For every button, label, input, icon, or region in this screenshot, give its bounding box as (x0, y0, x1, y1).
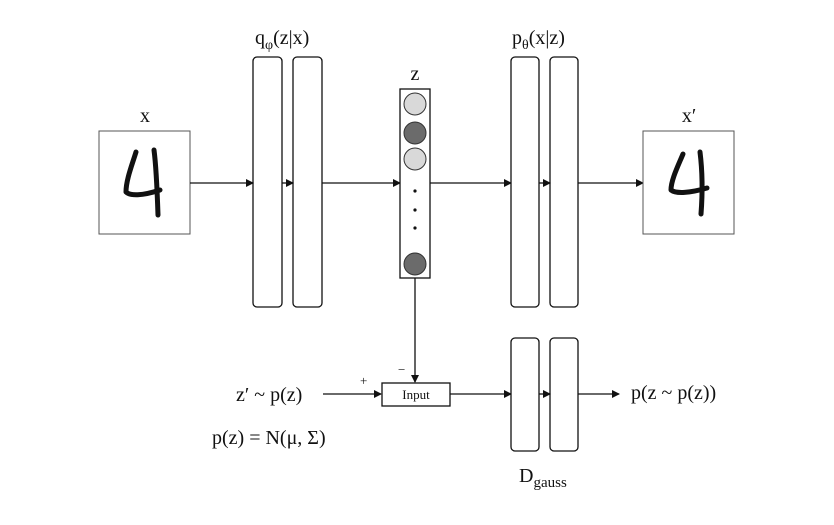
digit-4-input-icon (123, 147, 163, 218)
latent-node (403, 147, 427, 171)
prior-definition: p(z) = N(μ, Σ) (212, 427, 326, 449)
input-image (98, 130, 191, 235)
latent-node (403, 92, 427, 116)
plus-sign: + (360, 373, 367, 388)
label-x-prime: x′ (682, 105, 696, 127)
ellipsis-dot (413, 226, 417, 230)
ellipsis-dot (413, 208, 417, 212)
input-box: Input (381, 382, 451, 407)
input-box-label: Input (402, 387, 430, 402)
ellipsis-dot (413, 189, 417, 193)
label-x: x (140, 105, 150, 127)
latent-node (403, 121, 427, 145)
decoder-layer-1 (510, 56, 540, 308)
svg-text:Dgauss: Dgauss (519, 465, 567, 491)
latent-vector (399, 88, 431, 279)
discriminator-output-label: p(z ~ p(z)) (631, 382, 716, 404)
encoder-layer-2 (292, 56, 323, 308)
discriminator-layer-1 (510, 337, 540, 452)
discriminator-label: Dgauss (519, 465, 567, 491)
prior-sample-label: z′ ~ p(z) (236, 384, 302, 406)
encoder-layer-1 (252, 56, 283, 308)
label-z: z (411, 63, 420, 85)
svg-text:qφ(z|x): qφ(z|x) (255, 27, 309, 53)
latent-node (403, 252, 427, 276)
svg-text:pθ(x|z): pθ(x|z) (512, 27, 565, 53)
digit-4-output-icon (668, 149, 710, 217)
output-image (642, 130, 735, 235)
encoder-label: qφ(z|x) (255, 27, 309, 53)
decoder-label: pθ(x|z) (512, 27, 565, 53)
discriminator-layer-2 (549, 337, 579, 452)
decoder-layer-2 (549, 56, 579, 308)
minus-sign: − (398, 362, 405, 377)
